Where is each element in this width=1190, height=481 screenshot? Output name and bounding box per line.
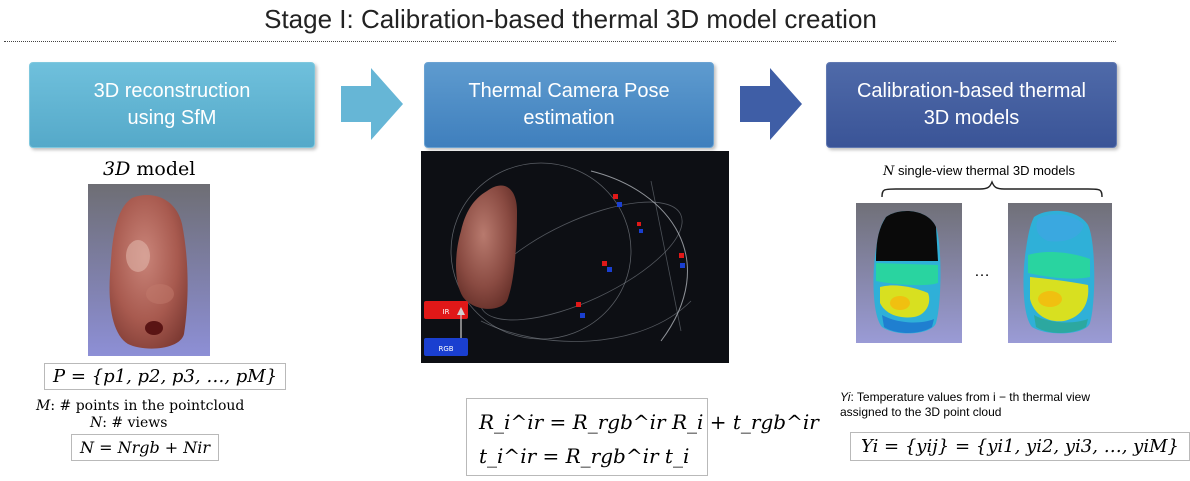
stage-box-reconstruction: 3D reconstruction using SfM: [29, 62, 315, 148]
model-label-italic: 3D: [103, 158, 131, 180]
right-arrow-icon: [341, 68, 403, 140]
n-caption-variable: N: [883, 164, 895, 179]
ellipsis-text: …: [974, 263, 990, 280]
y-description-line-1: Yi: Temperature values from i − th therm…: [840, 390, 1090, 405]
pose-formula: R_i^ir = R_rgb^ir R_i + t_rgb^ir t_i^ir …: [466, 398, 819, 476]
thermal-model-last: [1008, 203, 1112, 343]
model-label: 3D model: [103, 158, 195, 180]
y-variable: Yi: [840, 390, 851, 404]
thermal-models-caption-text: single-view thermal 3D models: [894, 163, 1075, 178]
temperature-formula-text: Yi = {yij} = {yi1, yi2, yi3, …, yiM}: [861, 436, 1179, 457]
stage-3-line-1: Calibration-based thermal: [856, 80, 1086, 102]
stage-box-thermal-models: Calibration-based thermal 3D models: [826, 62, 1117, 148]
stage-2-line-1: Thermal Camera Pose: [468, 80, 670, 102]
stage-1-line-1: 3D reconstruction: [93, 80, 251, 102]
pose-estimation-scene: IR RGB: [421, 151, 729, 363]
temperature-formula: Yi = {yij} = {yi1, yi2, yi3, …, yiM}: [850, 432, 1190, 461]
stage-1-line-2: using SfM: [127, 107, 217, 129]
stage-box-pose-estimation: Thermal Camera Pose estimation: [424, 62, 714, 148]
point-set-formula: P = {p1, p2, p3, …, pM}: [44, 363, 287, 390]
stage-3-line-2: 3D models: [923, 107, 1020, 129]
m-description: M: # points in the pointcloud: [36, 398, 244, 414]
title-divider: [4, 41, 1116, 42]
thermal-model-first: [856, 203, 962, 343]
y-description: Yi: Temperature values from i − th therm…: [840, 390, 1090, 420]
n-description: N: # views: [90, 415, 167, 431]
y-description-line-2: assigned to the 3D point cloud: [840, 405, 1002, 419]
thermal-models-caption: N single-view thermal 3D models: [883, 163, 1075, 179]
3d-model-image: [88, 184, 210, 356]
model-label-text: model: [130, 158, 196, 180]
y-description-text-1: : Temperature values from i − th thermal…: [850, 390, 1090, 404]
right-arrow-icon: [740, 68, 802, 140]
pose-formula-line-2: t_i^ir = R_rgb^ir t_i: [479, 444, 690, 468]
curly-brace-icon: [881, 180, 1103, 198]
rgb-legend-label: RGB: [438, 345, 453, 353]
n-variable: N: [90, 415, 103, 431]
ir-legend-label: IR: [443, 308, 450, 316]
m-description-text: : # points in the pointcloud: [50, 398, 245, 414]
page-title: Stage I: Calibration-based thermal 3D mo…: [264, 4, 877, 34]
stage-2-line-2: estimation: [523, 107, 615, 129]
views-formula: N = Nrgb + Nir: [71, 434, 220, 461]
point-set-formula-text: P = {p1, p2, p3, …, pM}: [53, 366, 278, 387]
n-description-text: : # views: [102, 415, 168, 431]
views-formula-text: N = Nrgb + Nir: [80, 438, 211, 457]
pose-formula-line-1: R_i^ir = R_rgb^ir R_i + t_rgb^ir: [479, 410, 819, 434]
m-variable: M: [36, 398, 51, 414]
